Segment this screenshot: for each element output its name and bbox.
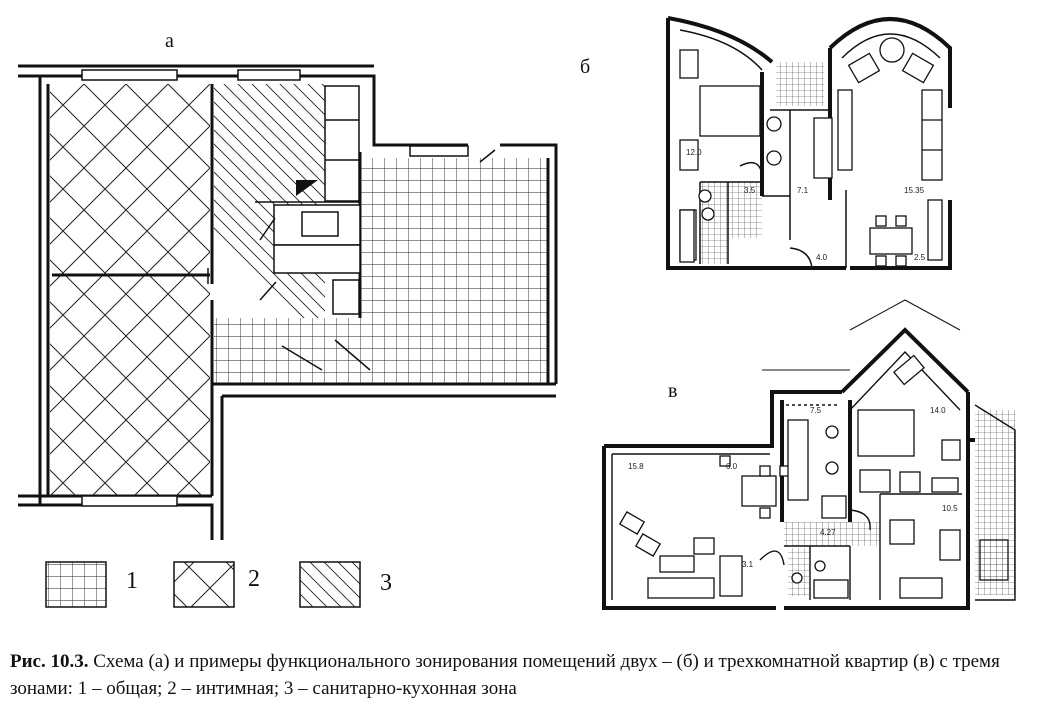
room-label: 15.35 <box>904 186 925 195</box>
room-label: 3.1 <box>742 560 754 569</box>
room-label: 7.5 <box>810 406 822 415</box>
room-label: 12.0 <box>686 148 702 157</box>
bed-b <box>699 85 761 137</box>
room-label: 6.0 <box>726 462 738 471</box>
panel-label-b: б <box>580 56 591 78</box>
kitchen-counter <box>324 85 360 202</box>
dining-table-b <box>869 227 913 255</box>
legend-number-2: 2 <box>248 566 260 592</box>
window-a4 <box>409 145 469 157</box>
room-label: 10.5 <box>942 504 958 513</box>
round-table-b <box>879 37 905 63</box>
window-a3 <box>81 495 178 507</box>
sink-box <box>301 211 339 237</box>
wc-unit <box>273 244 361 274</box>
figure-caption: Рис. 10.3. Схема (а) и примеры функциона… <box>10 648 1035 702</box>
caption-prefix: Рис. 10.3. <box>10 651 89 672</box>
legend-swatch-sanitary <box>299 561 361 608</box>
window-a1 <box>81 69 178 81</box>
room-label: 3.5 <box>744 186 756 195</box>
bathtub-b <box>679 209 695 263</box>
sofa-v <box>647 577 715 599</box>
legend-swatch-common <box>45 561 107 608</box>
plan-v <box>602 299 1016 610</box>
room-label: 14.0 <box>930 406 946 415</box>
bed-v <box>857 409 915 457</box>
toilet-v <box>791 572 803 584</box>
bathtub-v <box>813 579 849 599</box>
legend-number-1: 1 <box>126 568 138 594</box>
plan-b <box>666 16 952 270</box>
zone-common <box>214 158 548 384</box>
corridor-tile-b <box>776 62 824 106</box>
room-label: 7.1 <box>797 186 809 195</box>
zone-sanitary-kitchen <box>214 84 325 318</box>
direction-flag-icon <box>296 180 318 196</box>
hall-tile-v <box>784 522 880 546</box>
legend-swatch-intimate <box>173 561 235 608</box>
room-label: 2.5 <box>914 253 926 262</box>
legend <box>45 561 361 608</box>
room-label: 4.27 <box>820 528 836 537</box>
plan-a <box>18 64 558 540</box>
panel-label-v: в <box>668 380 678 402</box>
hall-tile-b <box>728 182 762 238</box>
caption-text: Схема (а) и примеры функционального зони… <box>10 651 1000 699</box>
room-label: 4.0 <box>816 253 828 262</box>
small-box <box>332 279 360 315</box>
legend-number-3: 3 <box>380 570 392 596</box>
room-label: 15.8 <box>628 462 644 471</box>
toilet-b <box>698 189 712 203</box>
panel-label-a: а <box>165 30 174 52</box>
zone-intimate-left <box>50 84 210 496</box>
bathroom-tile-v <box>788 548 810 596</box>
dining-table-v <box>741 475 777 507</box>
sink-b <box>701 207 715 221</box>
window-a2 <box>237 69 301 81</box>
